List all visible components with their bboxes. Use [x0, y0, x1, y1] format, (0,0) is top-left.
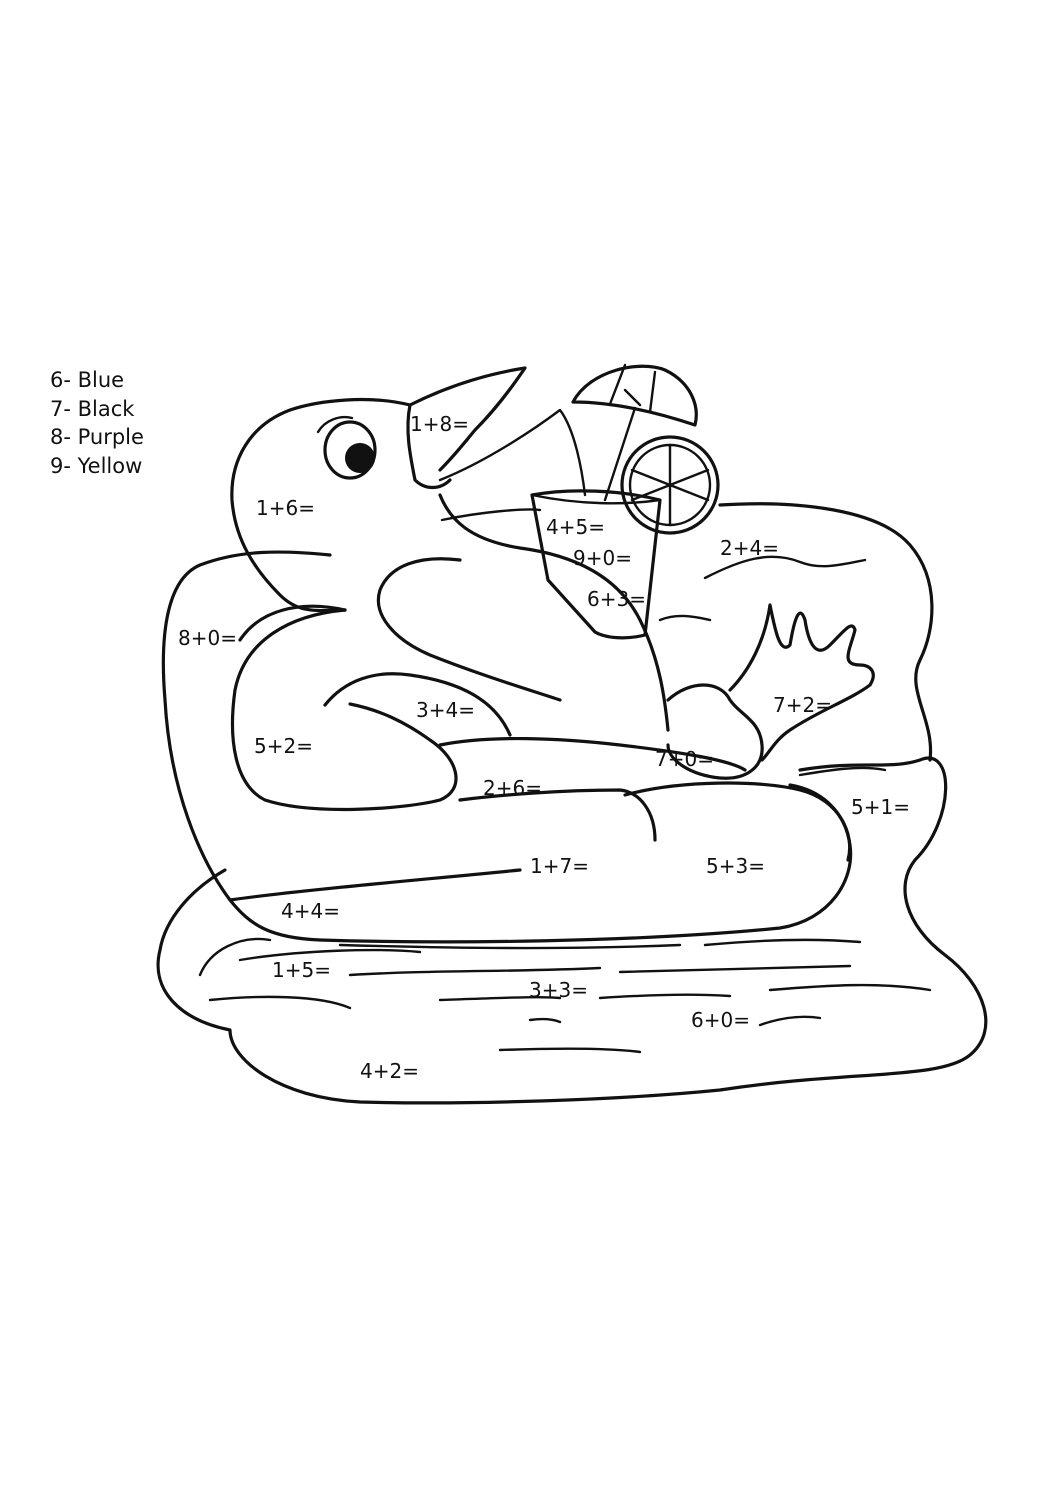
equation-float-front-right: 5+3=: [706, 854, 765, 878]
glass-rim: [530, 493, 662, 505]
ripple-1: [703, 555, 867, 580]
beak-lower-outline: [406, 403, 452, 490]
duck-head-outline: [230, 397, 412, 613]
color-key-legend: 6- Blue 7- Black 8- Purple 9- Yellow: [50, 366, 144, 480]
umbrella-stick: [603, 406, 637, 502]
water-back-outline: [718, 502, 934, 762]
ripple-12: [598, 993, 732, 1000]
ripple-5: [198, 937, 272, 977]
ripple-7: [703, 938, 862, 947]
eyebrow: [316, 416, 354, 434]
ripple-11: [438, 995, 562, 1002]
equation-float-back: 8+0=: [178, 626, 237, 650]
front-right-lobe-outline: [623, 781, 852, 862]
cocktail-umbrella-icon: [571, 364, 698, 427]
equation-float-left: 5+2=: [254, 734, 313, 758]
front-lobe-outline: [458, 788, 657, 842]
straw: [438, 408, 587, 497]
lemon-slice-icon: [620, 435, 720, 535]
equation-glass-top: 4+5=: [546, 515, 605, 539]
lemon-segments: [630, 443, 710, 527]
ripple-4: [238, 948, 422, 962]
equation-water-left: 1+5=: [272, 958, 331, 982]
ripple-16: [498, 1047, 642, 1054]
legend-item-6: 6- Blue: [50, 368, 125, 392]
tail-feathers-outline: [728, 603, 875, 762]
drink-line: [440, 508, 542, 522]
equation-beak: 1+8=: [410, 412, 469, 436]
legend-item-8: 8- Purple: [50, 425, 144, 449]
float-inner-outline: [238, 604, 347, 642]
ripple-13: [768, 983, 932, 992]
eye-outline: [323, 420, 377, 480]
equation-float-bottom: 4+4=: [281, 899, 340, 923]
wing-outline: [323, 672, 512, 737]
equation-head: 1+6=: [256, 496, 315, 520]
ripple-8: [348, 966, 602, 977]
float-front-outline: [228, 868, 522, 902]
legend-item-9: 9- Yellow: [50, 453, 143, 478]
equation-water-right-bottom: 6+0=: [691, 1008, 750, 1032]
float-left-lobe: [230, 608, 458, 812]
equation-glass-middle: 9+0=: [573, 546, 632, 570]
ripple-6: [338, 943, 682, 950]
equation-tail: 7+2=: [773, 693, 832, 717]
pupil: [345, 443, 375, 473]
water-puddle-outline: [156, 756, 988, 1105]
ripple-14: [528, 1017, 562, 1024]
ripple-2: [658, 614, 712, 622]
equation-float-front-left: 1+7=: [530, 854, 589, 878]
ripple-10: [208, 995, 352, 1010]
equation-water-bottom: 4+2=: [360, 1059, 419, 1083]
ripple-15: [758, 1015, 822, 1027]
duck-foot-outline: [666, 683, 764, 780]
duck-back-outline: [438, 493, 670, 732]
equation-water-right: 5+1=: [851, 795, 910, 819]
equation-glass-bottom: 6+3=: [587, 587, 646, 611]
equation-foot: 7+0=: [655, 747, 714, 771]
equation-belly: 2+6=: [483, 776, 542, 800]
equation-water-right-top: 2+4=: [720, 536, 779, 560]
equation-water-center: 3+3=: [529, 978, 588, 1002]
ripple-9: [618, 964, 852, 974]
belly-outline: [438, 736, 747, 772]
duck-inner-curve: [376, 557, 562, 702]
equation-wing: 3+4=: [416, 698, 475, 722]
ripple-3: [798, 766, 887, 777]
beak-outline: [408, 366, 527, 472]
umbrella-ribs: [608, 363, 657, 414]
legend-item-7: 7- Black: [50, 396, 135, 421]
float-outer-outline: [161, 550, 853, 944]
